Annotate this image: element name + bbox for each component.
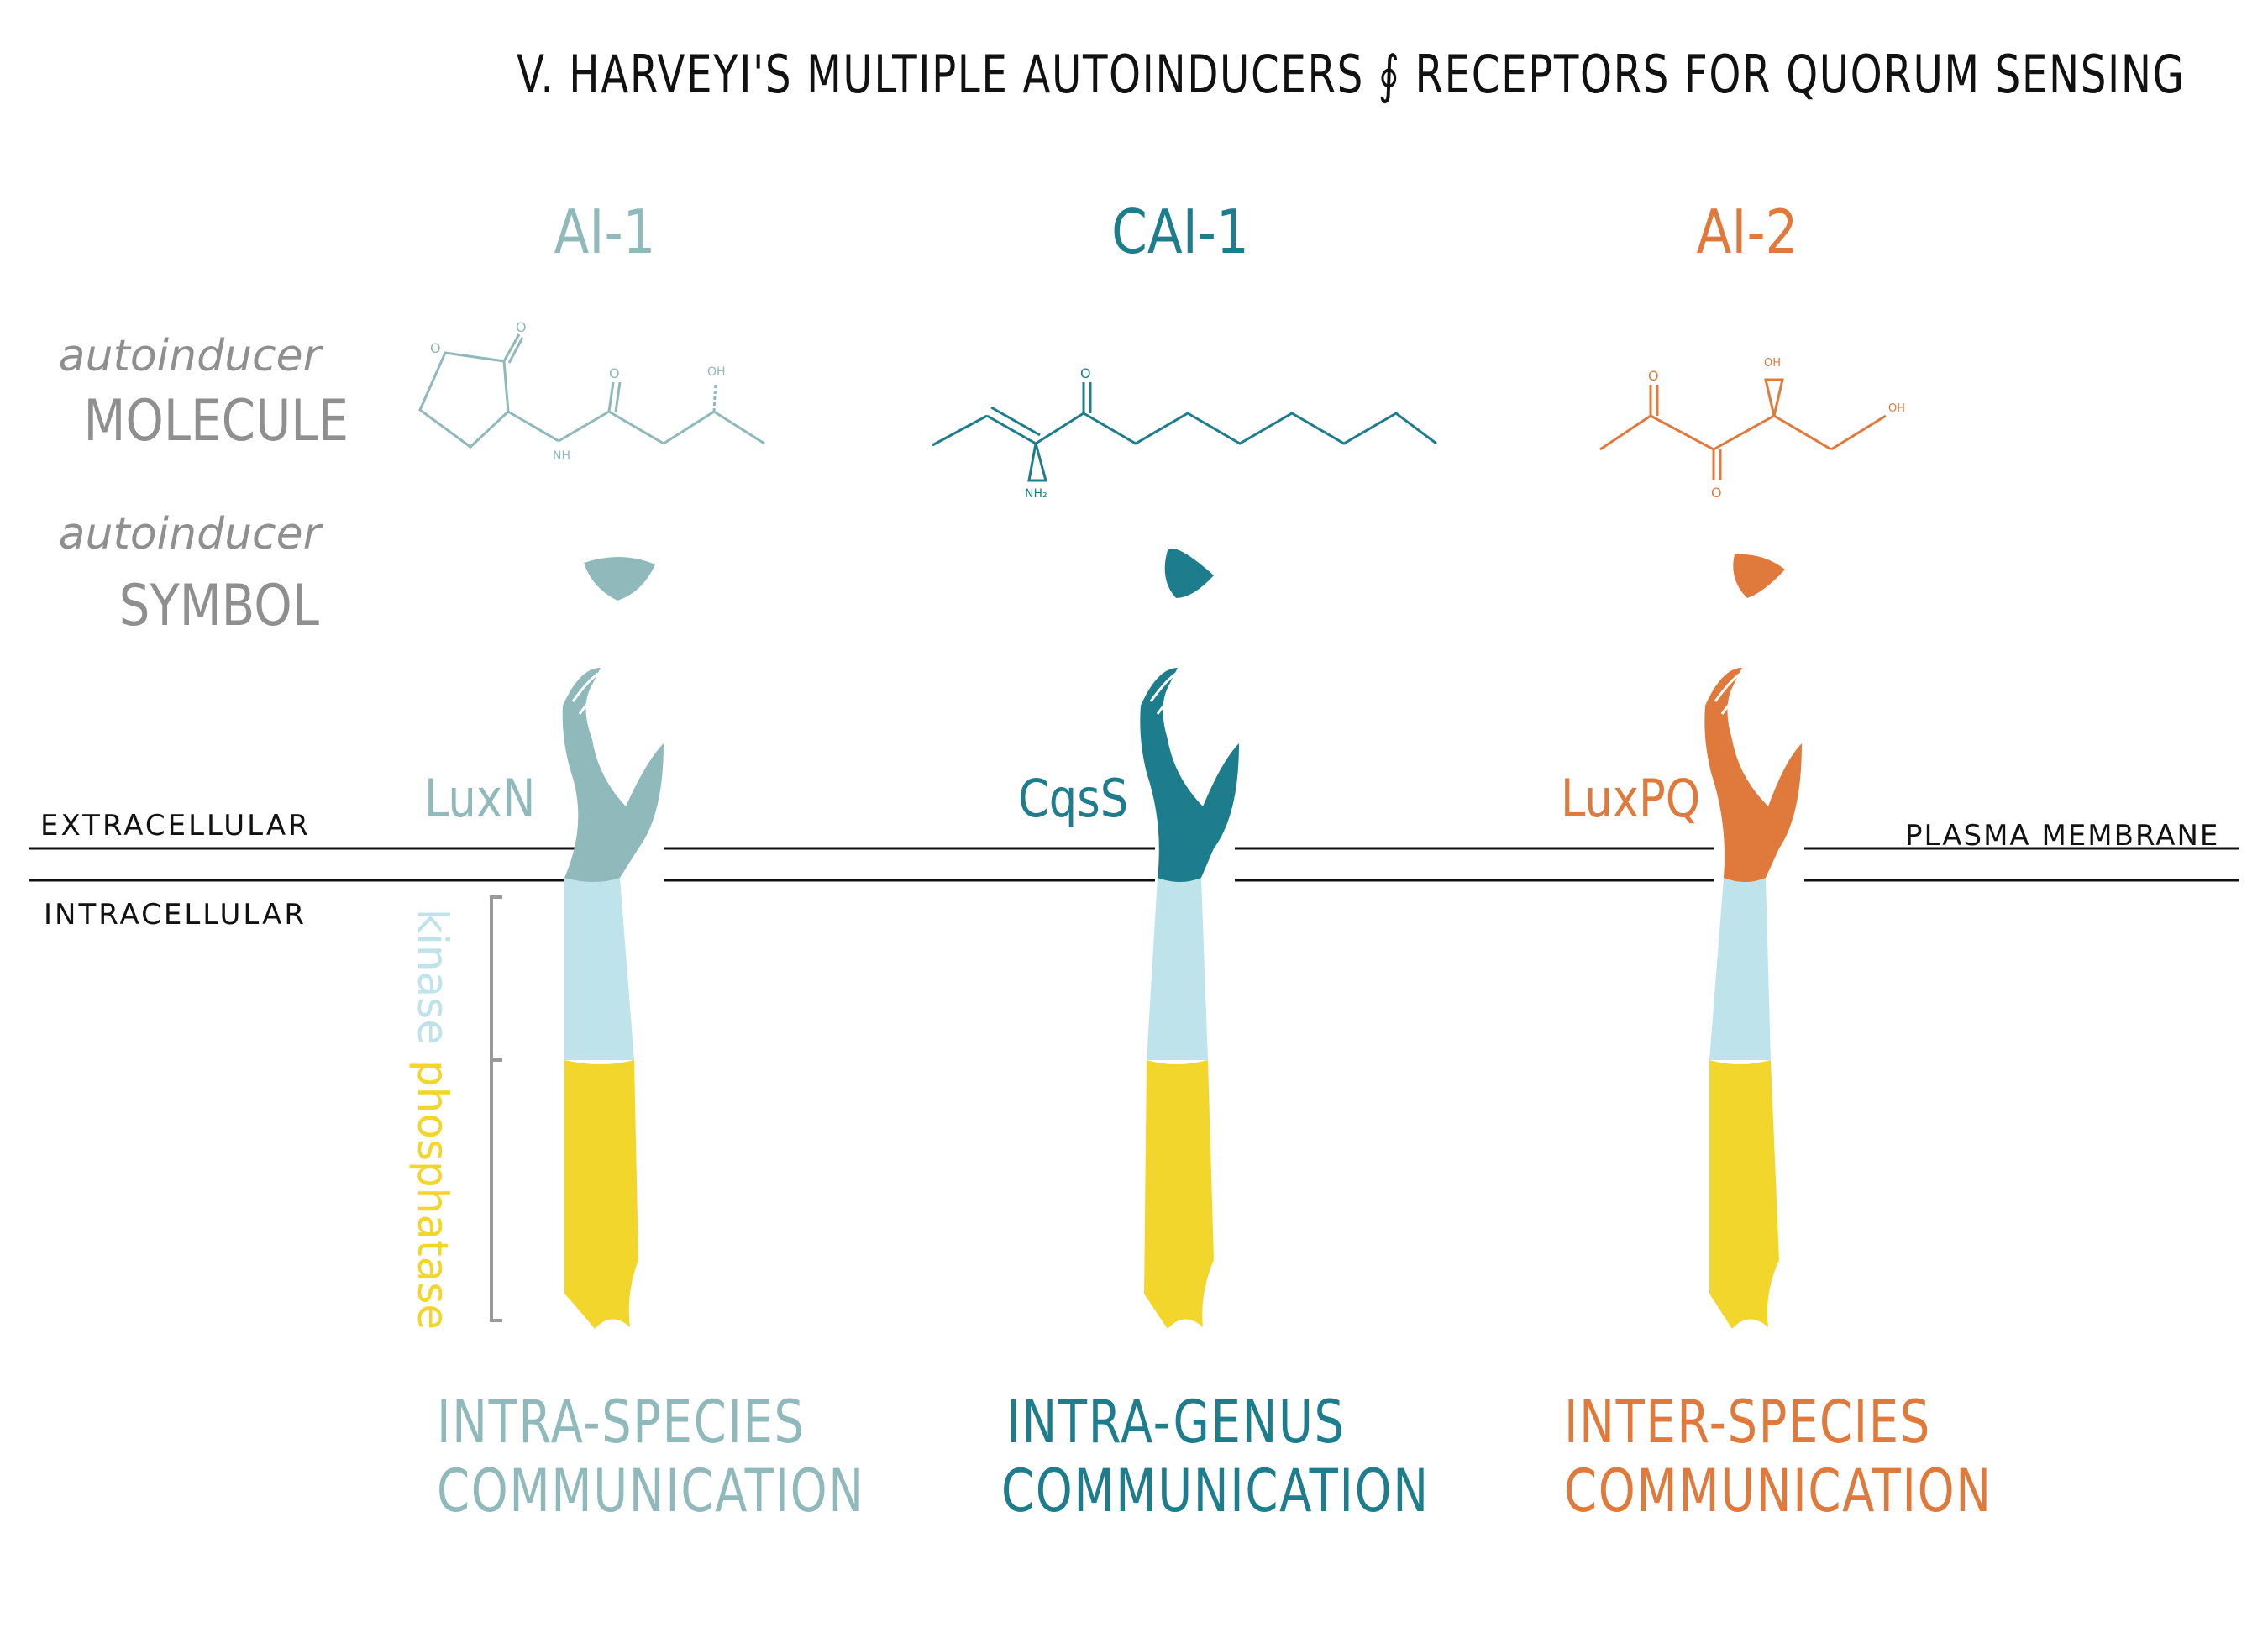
luxpq-receptor — [1704, 668, 1802, 1329]
ai1-o-carbonyl: O — [516, 319, 527, 335]
ai2-symbol — [1733, 554, 1785, 598]
ai1-communication-line1: INTRA-SPECIES — [437, 1388, 806, 1457]
cqss-sensor-domain — [1140, 668, 1239, 882]
ai2-name: AI-2 — [1696, 197, 1798, 267]
ai1-oh: OH — [707, 365, 726, 379]
ai2-communication-line1: INTER-SPECIES — [1564, 1388, 1931, 1457]
ai1-name: AI-1 — [554, 197, 656, 267]
ai2-o-top: O — [1648, 368, 1659, 384]
cai1-o: O — [1080, 365, 1091, 381]
symbol-row-label: SYMBOL — [118, 573, 319, 639]
luxn-sensor-domain — [562, 668, 664, 882]
cai1-name: CAI-1 — [1111, 197, 1249, 267]
plasma-membrane-label: PLASMA MEMBRANE — [1905, 819, 2220, 853]
luxpq-phosphatase-domain — [1709, 1060, 1779, 1329]
luxn-label: LuxN — [424, 768, 536, 829]
molecule-row-label: MOLECULE — [83, 388, 349, 454]
symbol-row-label-small: autoinducer — [58, 509, 321, 559]
cai1-symbol — [1164, 549, 1214, 598]
domain-bracket — [490, 895, 502, 1322]
luxpq-sensor-domain — [1704, 668, 1802, 882]
luxpq-kinase-domain — [1709, 878, 1771, 1060]
ai1-o-amide: O — [609, 365, 620, 381]
plasma-membrane — [29, 847, 2239, 882]
cqss-receptor — [1140, 668, 1239, 1329]
intracellular-label: INTRACELLULAR — [44, 898, 307, 932]
luxn-phosphatase-domain — [564, 1060, 638, 1329]
cai1-molecule — [932, 382, 1437, 482]
cqss-phosphatase-domain — [1144, 1060, 1214, 1329]
extracellular-label: EXTRACELLULAR — [40, 809, 311, 843]
ai1-nh: NH — [553, 449, 570, 463]
ai1-symbol — [584, 556, 655, 601]
luxpq-label: LuxPQ — [1561, 768, 1701, 829]
luxn-receptor — [562, 668, 664, 1329]
ai2-o-bottom: O — [1711, 485, 1722, 501]
cai1-communication-line1: INTRA-GENUS — [1006, 1388, 1346, 1457]
molecule-row-label-small: autoinducer — [58, 331, 321, 381]
page-title: V. HARVEYI'S MULTIPLE AUTOINDUCERS ∮ REC… — [517, 44, 2186, 105]
cqss-label: CqsS — [1018, 768, 1129, 829]
ai2-molecule — [1599, 378, 1887, 480]
cqss-kinase-domain — [1147, 878, 1208, 1060]
luxn-kinase-domain — [564, 878, 634, 1060]
ai2-oh-top: OH — [1764, 357, 1781, 370]
ai1-o-ring: O — [430, 340, 441, 356]
ai2-oh-right: OH — [1888, 402, 1905, 415]
cai1-nh2: NH₂ — [1025, 487, 1047, 501]
ai1-molecule — [418, 333, 765, 449]
